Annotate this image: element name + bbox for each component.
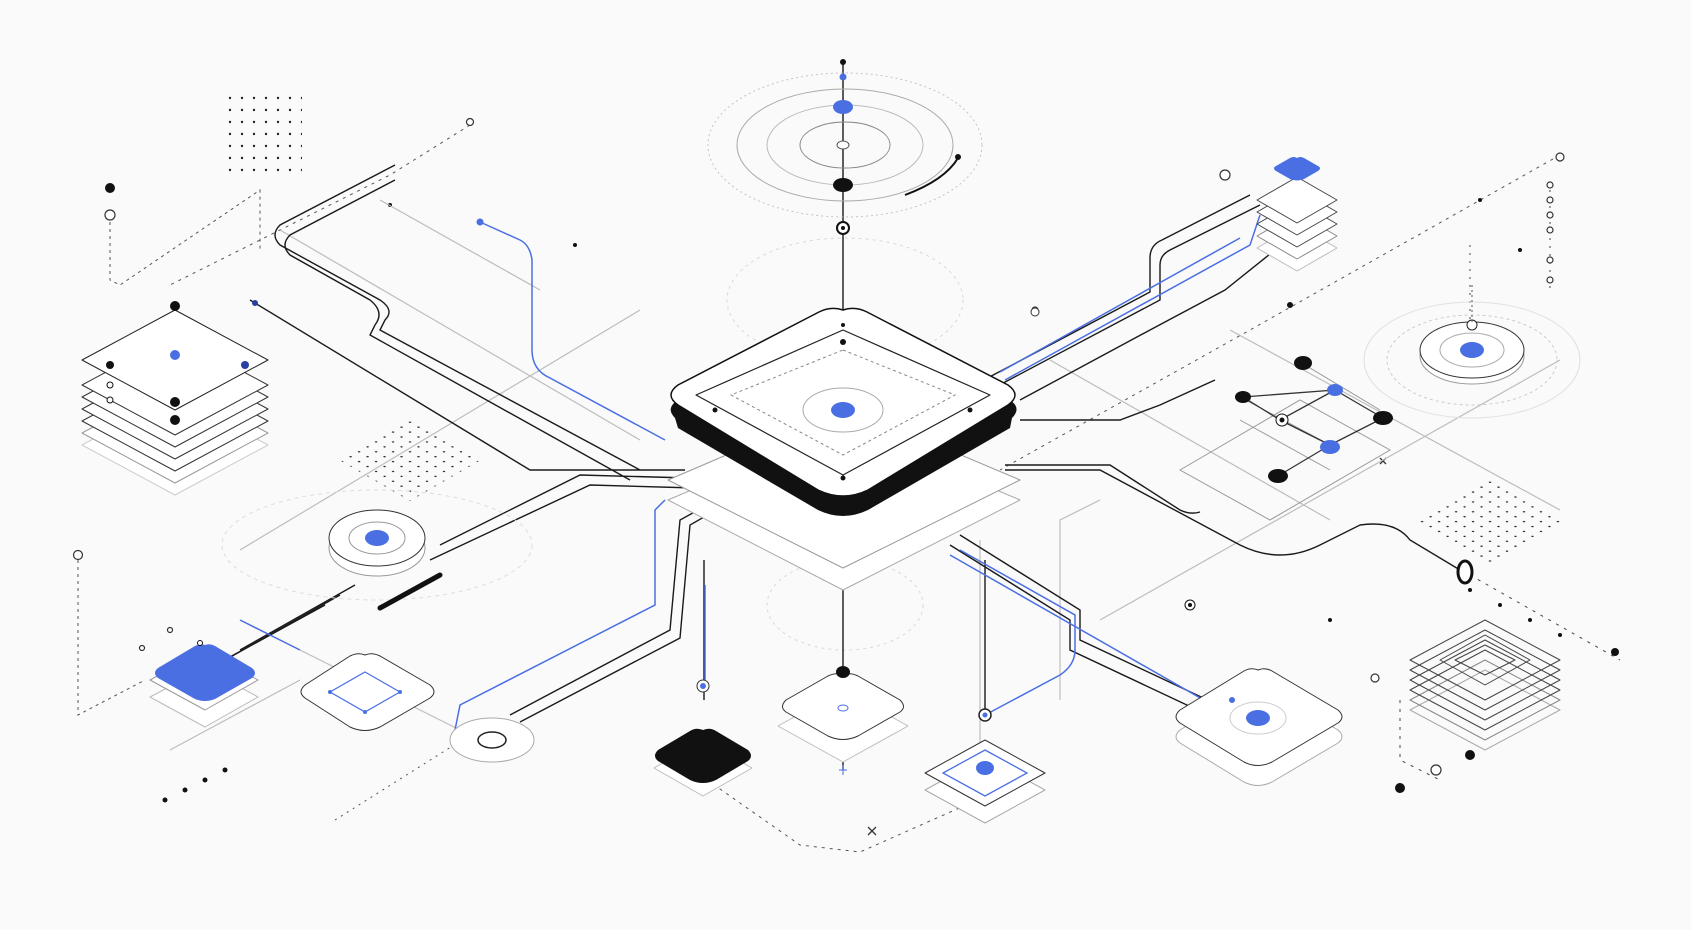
- left-stacked-layers-node: [81, 301, 269, 496]
- faint-circle-upper: [726, 237, 964, 363]
- dashed-right-lower: [1399, 574, 1621, 781]
- network-lines-blue: [239, 214, 1261, 731]
- right-loop-connector: [1456, 559, 1474, 585]
- central-hub: [667, 307, 1021, 591]
- scatter-dots: [105, 183, 1619, 803]
- dashed-bottom-left-diag: [334, 734, 471, 821]
- bottom-blue-target-node: [924, 708, 1046, 824]
- left-blue-tile-node: [149, 644, 259, 728]
- left-ring-node: [221, 489, 533, 611]
- top-right-stack-node: [1256, 157, 1338, 272]
- top-radar-node: [707, 59, 983, 235]
- right-layered-stack-node: [1409, 619, 1561, 751]
- lower-left-ring-node: [449, 717, 535, 763]
- connector-markers: [197, 218, 1196, 646]
- hub-core-dot: [831, 402, 855, 418]
- right-node-graph: [1178, 356, 1393, 521]
- cross-marks: [867, 457, 1387, 836]
- left-outline-tile-node: [300, 653, 435, 731]
- dot-grid-diamond-left: [339, 418, 481, 502]
- dot-grid-top-left: [222, 95, 302, 175]
- network-lines-light: [169, 199, 1561, 820]
- dashed-drop-left: [109, 189, 261, 286]
- dashed-bottom-curve: [699, 774, 1001, 853]
- right-blue-dot-tile-node: [1175, 668, 1343, 786]
- dot-grid-diamond-right: [1412, 474, 1568, 566]
- bottom-center-tile-node: [777, 666, 909, 775]
- dashed-left-vertical: [77, 560, 146, 716]
- right-ring-node: [1363, 285, 1581, 419]
- dashed-right-column: [1469, 190, 1551, 320]
- bottom-black-tile-node: [653, 679, 753, 797]
- dashed-diagonal-top-left: [169, 124, 471, 286]
